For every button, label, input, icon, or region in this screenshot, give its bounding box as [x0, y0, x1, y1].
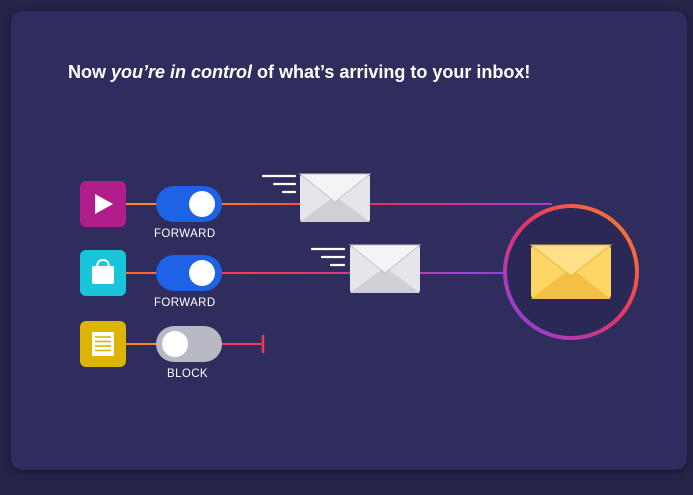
inbox-icon — [503, 204, 639, 340]
envelope-icon — [348, 244, 422, 293]
video-app-icon[interactable] — [80, 181, 126, 227]
news-app-icon[interactable] — [80, 321, 126, 367]
headline: Now you’re in control of what’s arriving… — [68, 62, 531, 82]
motion-lines-icon — [261, 174, 297, 194]
shopping-bag-icon[interactable] — [80, 250, 126, 296]
toggle-label-block: BLOCK — [167, 368, 208, 380]
toggle-label-forward-1: FORWARD — [154, 228, 216, 240]
envelope-icon — [298, 173, 372, 222]
toggle-switch-block[interactable] — [156, 326, 222, 362]
headline-emphasis: you’re in control — [111, 62, 253, 82]
toggle-switch-forward-1[interactable] — [156, 186, 222, 222]
motion-lines-icon — [310, 247, 346, 267]
toggle-label-forward-2: FORWARD — [154, 297, 216, 309]
toggle-switch-forward-2[interactable] — [156, 255, 222, 291]
